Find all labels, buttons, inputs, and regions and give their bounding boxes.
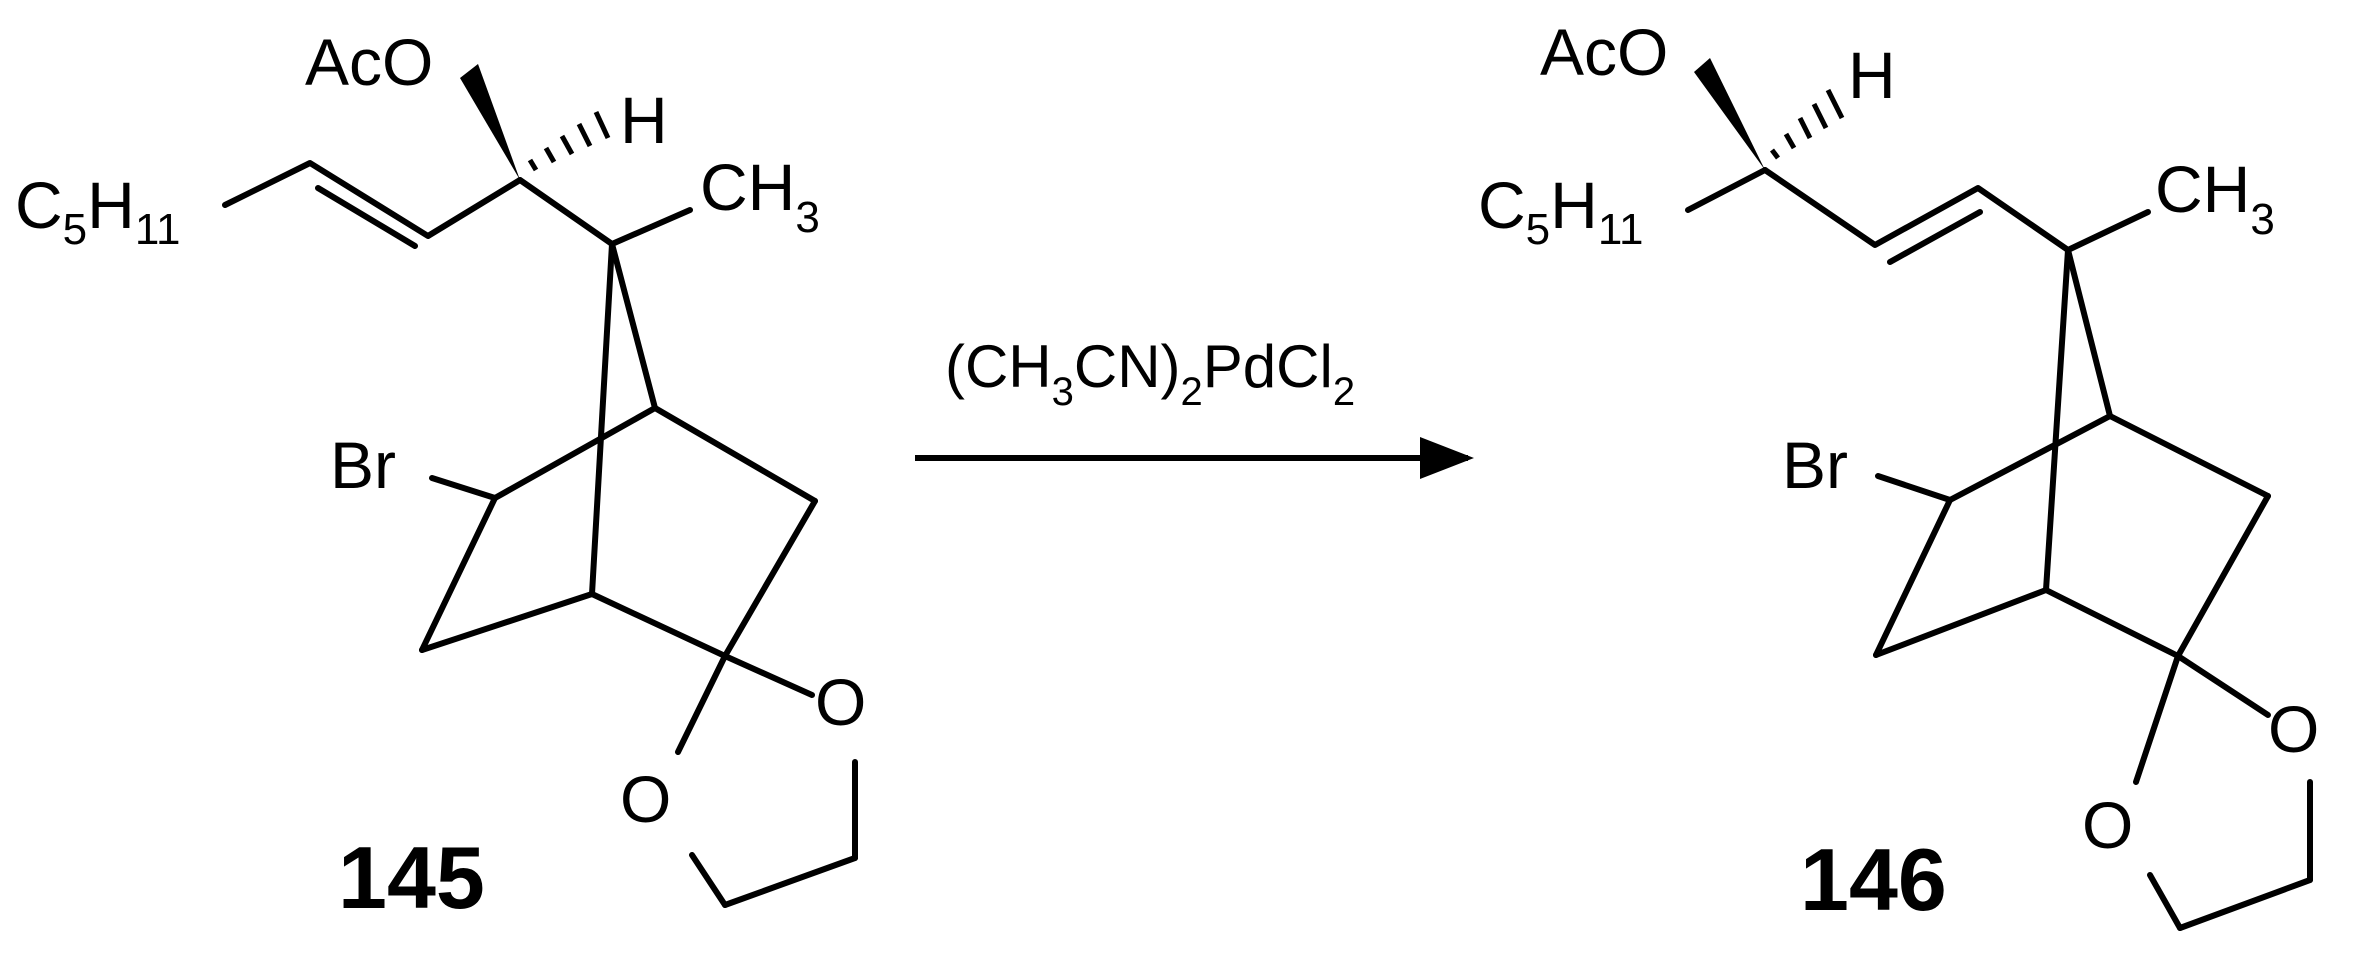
bond-allylic-chain bbox=[1762, 167, 2071, 253]
bond-ring bbox=[1873, 587, 2049, 658]
hash-bond-h bbox=[1770, 88, 1845, 160]
label-oxygen-1: O bbox=[2268, 692, 2319, 766]
bond-ring bbox=[722, 498, 818, 659]
label-br: Br bbox=[1782, 428, 1848, 502]
bond-cbr bbox=[429, 475, 498, 501]
label-c5h11: C5H11 bbox=[1478, 168, 1644, 254]
wedge-bond-aco bbox=[460, 64, 520, 180]
bond-c5h11-chain bbox=[222, 160, 523, 239]
bond-ring bbox=[1947, 413, 2113, 503]
bond-ring bbox=[2175, 493, 2271, 659]
label-br: Br bbox=[330, 428, 396, 502]
bond-ring bbox=[652, 405, 818, 504]
bond-c5h11-carbinol bbox=[1685, 167, 1768, 213]
double-bond-inner bbox=[1887, 209, 1983, 265]
bond-ring bbox=[419, 495, 498, 653]
label-oxygen-2: O bbox=[620, 762, 671, 836]
bond-ring bbox=[419, 591, 595, 653]
bond-cbr bbox=[1875, 473, 1953, 503]
label-h: H bbox=[1848, 38, 1896, 112]
bond-dioxolane bbox=[722, 855, 858, 908]
compound-number-145: 145 bbox=[338, 828, 485, 927]
bond-ring bbox=[2107, 413, 2271, 499]
bond-bridge-left bbox=[589, 241, 615, 597]
bond-ring bbox=[492, 405, 658, 501]
reaction-arrow-group: (CH3CN)2PdCl2 bbox=[915, 333, 1474, 479]
label-ch3: CH3 bbox=[2155, 152, 2275, 244]
bond-carbinol-quaternary bbox=[517, 177, 615, 247]
reagent-label: (CH3CN)2PdCl2 bbox=[945, 333, 1355, 414]
reactant-structure: AcO H C5H11 CH3 Br O O 145 bbox=[15, 25, 866, 927]
label-oxygen-2: O bbox=[2082, 788, 2133, 862]
bond-dioxolane bbox=[2177, 877, 2313, 931]
bond-ring bbox=[1873, 497, 1953, 658]
hash-bond-h bbox=[527, 110, 611, 172]
label-h: H bbox=[620, 83, 668, 157]
bond-dioxolane bbox=[2147, 872, 2183, 931]
wedge-bond-aco bbox=[1694, 58, 1765, 170]
bond-ring bbox=[2043, 587, 2181, 659]
bond-bridge-left bbox=[2043, 247, 2071, 593]
bond-ring bbox=[589, 591, 728, 659]
compound-number-146: 146 bbox=[1800, 830, 1947, 929]
bond-quaternary-ch3 bbox=[609, 207, 693, 247]
double-bond-inner bbox=[315, 185, 418, 249]
bond-bridge-right bbox=[2065, 247, 2113, 419]
label-ch3: CH3 bbox=[700, 150, 820, 242]
label-aco: AcO bbox=[305, 25, 433, 99]
bond-spiro-o1 bbox=[2175, 653, 2271, 718]
label-c5h11: C5H11 bbox=[15, 168, 181, 254]
product-structure: AcO H C5H11 CH3 Br O O 146 bbox=[1478, 15, 2319, 931]
bond-quaternary-ch3 bbox=[2065, 209, 2151, 253]
bond-spiro-o1 bbox=[722, 653, 815, 698]
bond-spiro-o2 bbox=[675, 653, 728, 755]
bond-bridge-right bbox=[609, 241, 658, 411]
label-oxygen-1: O bbox=[815, 665, 866, 739]
bond-spiro-o2 bbox=[2133, 653, 2181, 785]
bond-dioxolane bbox=[689, 852, 728, 908]
label-aco: AcO bbox=[1540, 15, 1668, 89]
